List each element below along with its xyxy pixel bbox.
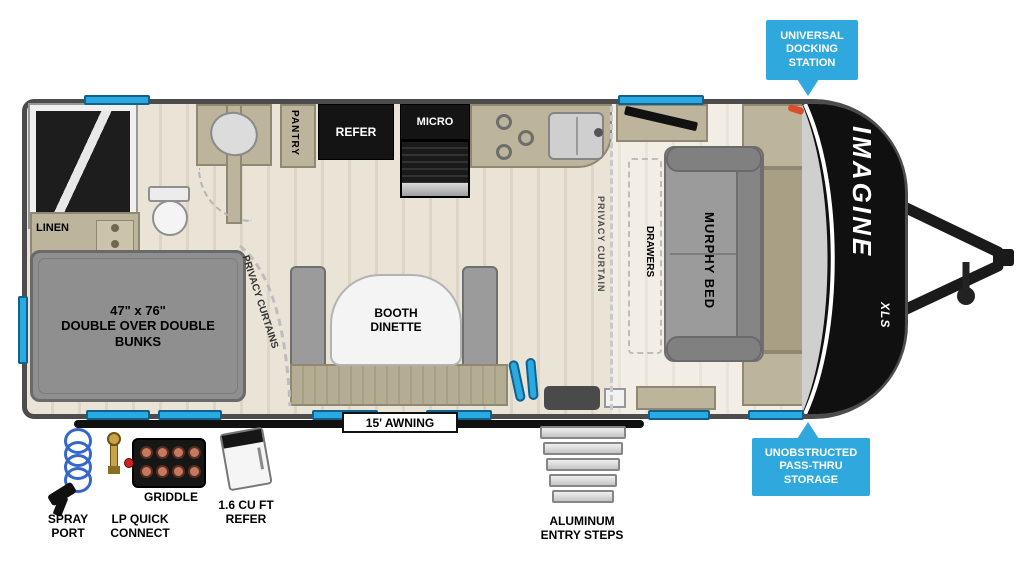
kitchen-sink-icon	[548, 112, 604, 160]
refrigerator: REFER	[318, 104, 394, 160]
burner-icon	[496, 144, 512, 160]
bedroom-lower-cabinet	[636, 386, 716, 410]
dinette-bench-right	[462, 266, 498, 374]
entry-steps-icon	[540, 426, 626, 503]
linen-label: LINEN	[36, 222, 69, 234]
lp-quick-connect-label: LP QUICK CONNECT	[110, 512, 170, 541]
window	[86, 410, 150, 420]
booth-dinette-label: BOOTH DINETTE	[370, 305, 422, 334]
brand-imagine: IMAGINE	[847, 126, 877, 259]
bunks-label: 47" x 76" DOUBLE OVER DOUBLE BUNKS	[61, 302, 215, 349]
dinette-table: BOOTH DINETTE	[330, 274, 462, 366]
dinette-bench-left	[290, 266, 326, 374]
murphy-bed-label: MURPHY BED	[702, 212, 717, 310]
window	[618, 95, 704, 105]
spray-port-icon	[58, 428, 102, 498]
privacy-curtain-label: PRIVACY CURTAIN	[596, 196, 606, 293]
sofa-armrest	[666, 146, 762, 172]
shower-icon	[30, 105, 136, 227]
window	[648, 410, 710, 420]
sofa-armrest	[666, 336, 762, 362]
griddle-icon	[132, 438, 206, 488]
front-cap	[802, 103, 905, 415]
griddle-knob-icon	[124, 458, 134, 468]
callout-arrow-up	[797, 422, 819, 439]
sofa-cushion-split	[670, 253, 736, 255]
range-oven-icon	[400, 140, 470, 198]
window	[158, 410, 222, 420]
brand-xls: XLS	[878, 302, 892, 329]
griddle-label: GRIDDLE	[144, 490, 198, 504]
window	[748, 410, 804, 420]
burner-icon	[518, 130, 534, 146]
pantry-label: PANTRY	[289, 110, 300, 156]
lp-quick-connect-icon	[106, 432, 122, 476]
toilet-bowl-icon	[152, 200, 188, 236]
pantry-cabinet	[280, 104, 316, 168]
drawers-label: DRAWERS	[644, 226, 655, 278]
compact-refrigerator-icon	[219, 426, 273, 492]
range-front	[402, 183, 468, 196]
under-bed-drawers	[628, 158, 662, 354]
privacy-curtain-line	[610, 106, 613, 410]
bunks-area: 47" x 76" DOUBLE OVER DOUBLE BUNKS	[30, 250, 246, 402]
callout-arrow-down	[797, 79, 819, 96]
window	[84, 95, 150, 105]
spray-port-label: SPRAY PORT	[47, 512, 89, 541]
cap-swoosh	[802, 103, 835, 415]
entry-cabinet	[604, 388, 626, 408]
entry-landing	[544, 386, 600, 410]
compact-refer-label: 1.6 CU FT REFER	[218, 498, 274, 527]
microwave: MICRO	[400, 104, 470, 140]
faucet-icon	[594, 128, 603, 137]
sofa-back	[736, 152, 762, 358]
callout-docking-station: UNIVERSAL DOCKING STATION	[766, 20, 858, 80]
awning-label: 15' AWNING	[342, 412, 458, 433]
linen-drawers	[96, 220, 134, 252]
entry-steps-label: ALUMINUM ENTRY STEPS	[540, 514, 624, 543]
bunks-outline	[38, 258, 238, 394]
callout-pass-thru: UNOBSTRUCTED PASS-THRU STORAGE	[752, 438, 870, 496]
burner-icon	[496, 114, 512, 130]
window	[18, 296, 28, 364]
dinette-storage-cabinet	[290, 364, 508, 406]
